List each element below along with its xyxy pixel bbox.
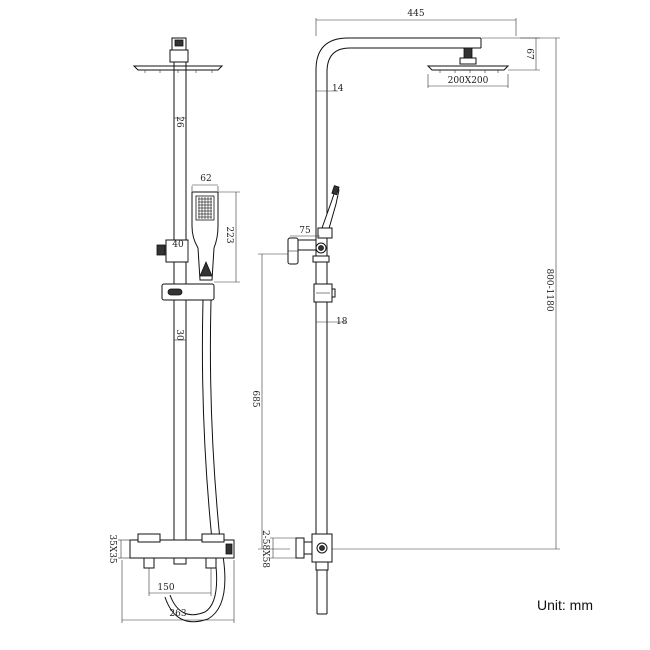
- front-mixer-height-dim: [118, 539, 130, 559]
- side-bracket-valve: [287, 237, 330, 265]
- side-rain-head: [426, 47, 510, 73]
- front-view: 26 30 40 62 223: [107, 37, 240, 623]
- side-head-size-dim: [427, 74, 509, 88]
- front-outlet-spacing-label: 150: [157, 583, 174, 593]
- side-pipe-diameter-label: 18: [336, 317, 348, 327]
- side-arm-length-label: 445: [407, 9, 424, 19]
- side-total-height-label: 800-1180: [544, 268, 554, 311]
- front-bracket-width-label: 40: [172, 240, 184, 250]
- side-head-height-label: 67: [524, 48, 534, 60]
- front-mixer-width-label: 263: [169, 609, 186, 619]
- front-mixer: [129, 533, 235, 569]
- side-connector-dim: [270, 537, 296, 559]
- side-hand-shower: [317, 185, 340, 239]
- side-valve-offset-label: 75: [299, 226, 311, 236]
- side-slider-height-label: 685: [250, 390, 260, 407]
- side-head-size-label: 200X200: [448, 76, 489, 86]
- side-shower-arm: [315, 37, 482, 540]
- side-arm-diameter-label: 14: [332, 84, 344, 94]
- front-pipe-diameter-label: 26: [174, 116, 184, 128]
- front-mixer-height-label: 35X35: [107, 534, 117, 564]
- front-handshower-length-label: 223: [224, 226, 234, 243]
- side-mixer: [295, 533, 333, 615]
- front-lower-pipe-label: 30: [174, 329, 184, 341]
- front-mixer-width-dim: [121, 560, 235, 623]
- front-riser-pipe: [173, 62, 187, 540]
- front-outlet-spacing-dim: [148, 568, 212, 596]
- side-arm-length-dim: [315, 18, 517, 36]
- front-hand-shower: [191, 191, 219, 281]
- front-handshower-length-dim: [214, 191, 240, 283]
- side-connector-label: 2-58X58: [260, 530, 270, 568]
- front-handshower-width-dim: [191, 184, 219, 191]
- front-handshower-width-label: 62: [200, 174, 211, 184]
- front-bracket: [156, 239, 189, 263]
- side-total-height-dim: [332, 37, 560, 550]
- front-holder: [161, 283, 215, 301]
- side-view: 445 67 200X200 14: [250, 9, 560, 615]
- side-holder: [313, 283, 336, 303]
- front-rain-head: [132, 37, 224, 73]
- unit-label: Unit: mm: [537, 597, 593, 613]
- side-slider-height-dim: [258, 253, 290, 550]
